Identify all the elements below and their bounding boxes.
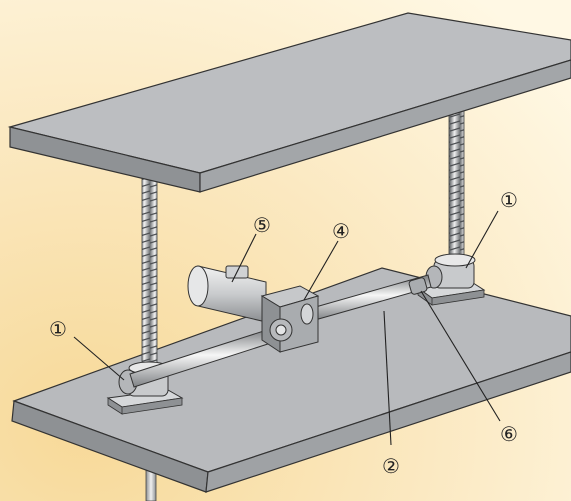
leader-jack-right (465, 210, 499, 269)
leader-shaft (383, 310, 392, 446)
electric-motor (187, 265, 267, 323)
callout-motor-label: ⑤ (253, 213, 271, 237)
callout-motor: ⑤ (253, 213, 271, 237)
callout-gearbox-label: ④ (332, 219, 350, 243)
top-plate (7, 12, 571, 193)
callout-shaft-label: ② (382, 454, 400, 478)
screw-jack-right (416, 253, 486, 306)
connecting-shafts (129, 274, 432, 388)
leader-motor (231, 233, 257, 283)
gearbox-output-hub (275, 324, 287, 336)
gearbox-side-boss (300, 303, 314, 325)
coupling-right (408, 277, 428, 295)
callout-jack-right-label: ① (500, 188, 518, 212)
callout-coupling: ⑥ (500, 422, 518, 446)
leader-coupling (420, 290, 501, 422)
worm-gearbox (260, 285, 320, 353)
callout-jack-right: ① (500, 188, 518, 212)
jack-left-base-edge (107, 397, 183, 415)
jack-right-collar (434, 253, 476, 267)
callout-shaft: ② (382, 454, 400, 478)
lead-screw-right (448, 91, 465, 263)
callout-jack-left: ① (49, 317, 67, 341)
lead-screw-left (141, 177, 158, 376)
callout-gearbox: ④ (332, 219, 350, 243)
leader-jack-left (73, 336, 125, 381)
callout-jack-left-label: ① (49, 317, 67, 341)
leader-gearbox (303, 240, 339, 301)
top-plate-side-edge (199, 59, 571, 193)
callout-coupling-label: ⑥ (500, 422, 518, 446)
motor-end-cap (187, 265, 209, 307)
leader-lines (73, 210, 501, 446)
